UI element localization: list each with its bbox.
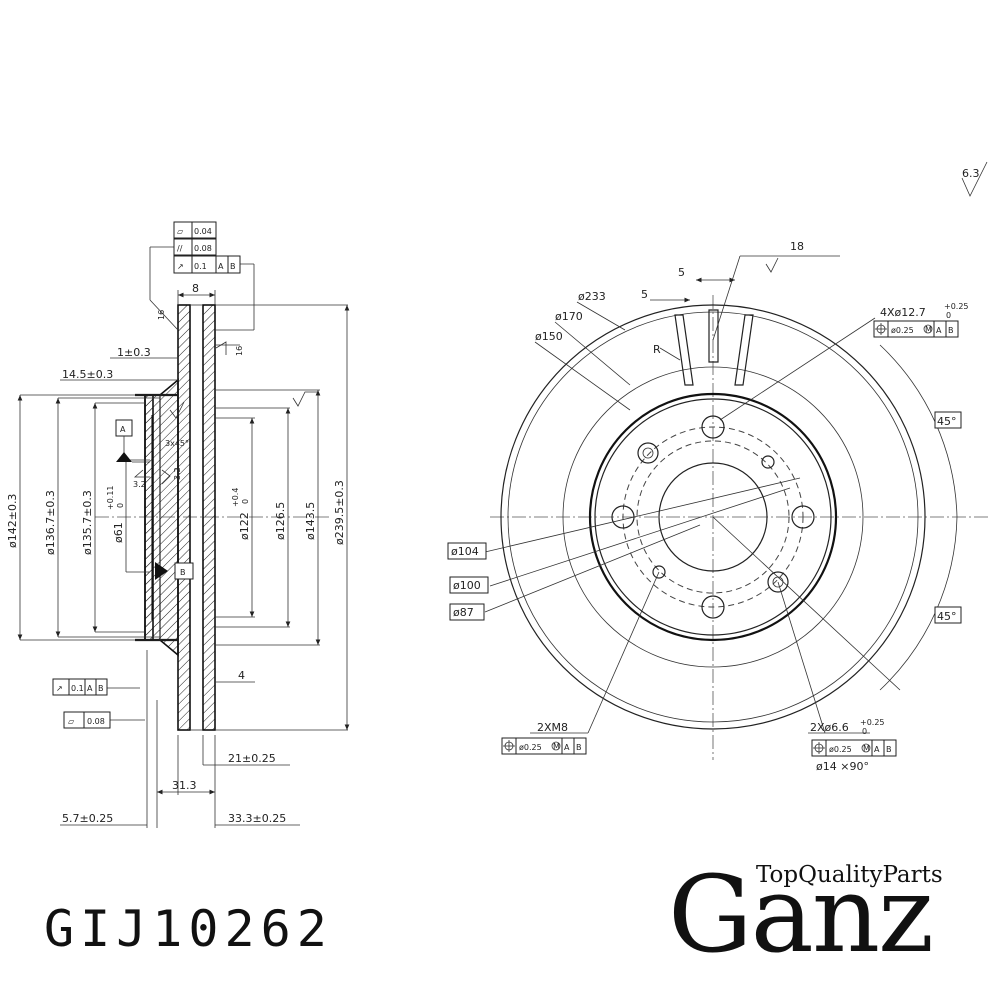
dim-offset: 14.5±0.3 [62, 368, 113, 381]
pos-threads-mod: M [553, 742, 560, 751]
bottom-runout-ref-a: A [87, 684, 93, 693]
dim-d104: ø104 [451, 545, 479, 558]
pos-holes2-mod: M [863, 744, 870, 753]
dim-step: 1±0.3 [117, 346, 151, 359]
dim-d126: ø126.5 [274, 502, 287, 540]
dim-holes4: 4Xø12.7 [880, 306, 926, 319]
dim-5a: 5 [678, 266, 685, 279]
tolerance-stack: ▱ 0.04 // 0.08 ↗ 0.1 A B [173, 221, 241, 274]
dim-d122-tol: +0.4 [231, 488, 240, 507]
pos-threads-ref-b: B [576, 743, 582, 752]
dim-d239: ø239.5±0.3 [333, 480, 346, 545]
bottom-runout-ref-b: B [98, 684, 104, 693]
datum-a-label: A [120, 425, 126, 434]
dim-holes2-tol: +0.25 [860, 718, 885, 727]
dim-d61-tol: +0.11 [106, 485, 115, 510]
dim-csink: ø14 ×90° [816, 760, 869, 773]
flatness-symbol: ▱ [177, 227, 184, 236]
pos-top-ref-a: A [936, 326, 942, 335]
dim-r16-right: 16 [235, 346, 244, 356]
dim-d122: ø122 [238, 512, 251, 540]
bottom-tolerance-boxes: ↗ 0.1 A B ▱ 0.08 [52, 678, 111, 729]
dim-width-8: 8 [192, 282, 199, 295]
dim-d61-tol0: 0 [116, 503, 125, 508]
part-number: GIJ10262 [44, 900, 333, 958]
pos-holes2-ref-a: A [874, 745, 880, 754]
side-section-view: ▱ 0.04 // 0.08 ↗ 0.1 A B ↗ 0.1 A B ▱ 0.0… [6, 221, 350, 828]
dim-d33: 33.3±0.25 [228, 812, 286, 825]
surface-roughness: 6.3 [962, 167, 980, 180]
dim-d87: ø87 [453, 606, 474, 619]
dim-r16-top: 16 [157, 310, 166, 320]
runout-value: 0.1 [194, 262, 207, 271]
dim-angle1: 45° [937, 415, 957, 428]
dim-d150: ø150 [535, 330, 563, 343]
dim-d5: 5.7±0.25 [62, 812, 113, 825]
pos-threads-ref-a: A [564, 743, 570, 752]
bottom-runout-value: 0.1 [71, 684, 84, 693]
dim-threads: 2XM8 [537, 721, 568, 734]
dim-d135: ø135.7±0.3 [81, 490, 94, 555]
pos-top-mod: M [925, 325, 932, 334]
runout-symbol: ↗ [177, 262, 184, 271]
bottom-flatness-symbol: ▱ [68, 717, 75, 726]
dim-rough-b: 3.2 [173, 467, 182, 480]
dim-d61: ø61 [112, 522, 125, 543]
datum-b-label: B [180, 568, 186, 577]
parallelism-value: 0.08 [194, 244, 212, 253]
dim-d122-tol0: 0 [241, 499, 250, 504]
dim-d143: ø143.5 [304, 502, 317, 540]
pos-top-ref-b: B [948, 326, 954, 335]
dim-d31: 31.3 [172, 779, 197, 792]
dim-d21: 21±0.25 [228, 752, 276, 765]
position-box-threads: ø0.25 M A B [501, 737, 587, 755]
pos-top-value: ø0.25 [891, 326, 914, 335]
dim-radius: R [653, 343, 661, 356]
dim-angle2: 45° [937, 610, 957, 623]
runout-ref-b: B [230, 262, 236, 271]
brand-logo-name: Ganz [668, 853, 934, 976]
dim-holes2: 2Xø6.6 [810, 721, 849, 734]
pos-threads-value: ø0.25 [519, 743, 542, 752]
front-view: 6.3 18 5 5 R ø233 ø170 ø150 4Xø12.7 +0.2… [447, 161, 990, 773]
pos-holes2-value: ø0.25 [829, 745, 852, 754]
dim-chamfer: 3x45° [165, 439, 189, 448]
position-box-top: ø0.25 M A B [873, 320, 959, 338]
dim-four: 4 [238, 669, 245, 682]
dim-rough-a: 3.2 [133, 480, 146, 489]
dim-holes4-tol: +0.25 [944, 302, 969, 311]
position-box-holes2: ø0.25 M A B [811, 739, 897, 757]
pos-holes2-ref-b: B [886, 745, 892, 754]
flatness-value: 0.04 [194, 227, 212, 236]
dim-18: 18 [790, 240, 804, 253]
runout-ref-a: A [218, 262, 224, 271]
dim-d233: ø233 [578, 290, 606, 303]
dim-d100: ø100 [453, 579, 481, 592]
dim-holes2-tol0: 0 [862, 727, 867, 736]
dim-holes4-tol0: 0 [946, 311, 951, 320]
parallelism-symbol: // [177, 244, 183, 253]
bottom-runout-symbol: ↗ [56, 684, 63, 693]
dim-d142: ø142±0.3 [6, 494, 19, 548]
dim-d136: ø136.7±0.3 [44, 490, 57, 555]
dim-5b: 5 [641, 288, 648, 301]
bottom-flatness-value: 0.08 [87, 717, 105, 726]
dim-d170: ø170 [555, 310, 583, 323]
brand-tagline: TopQualityParts [756, 862, 943, 888]
